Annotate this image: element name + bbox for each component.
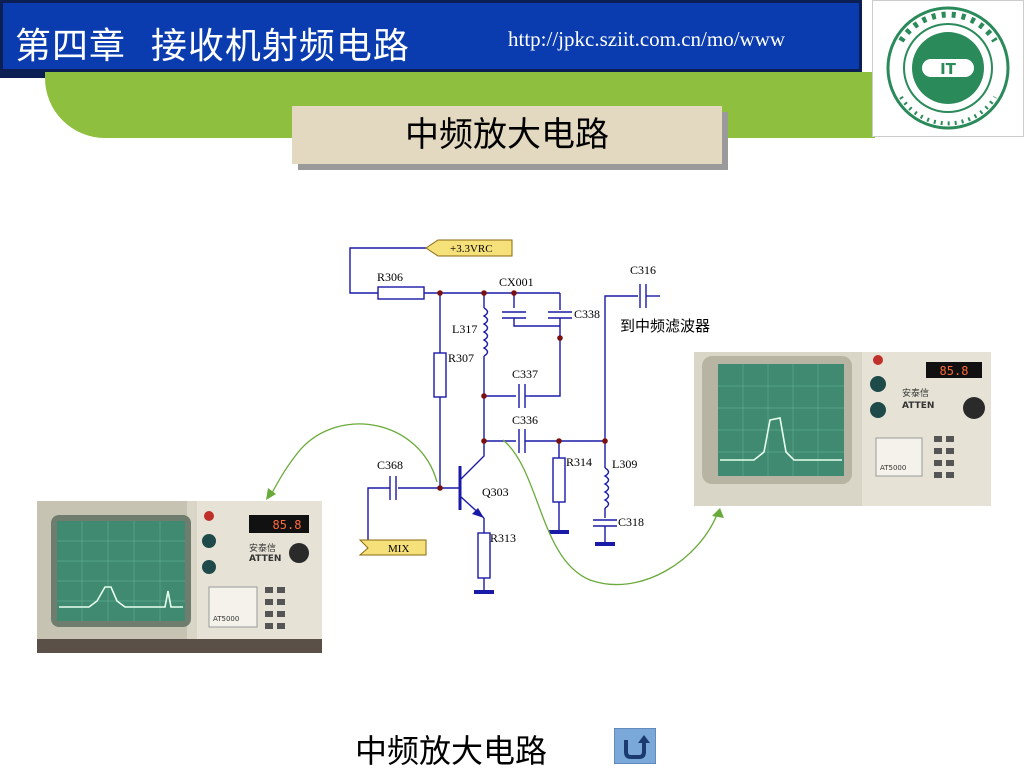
label-r313: R313 bbox=[490, 531, 516, 545]
chapter-title: 第四章 接收机射频电路 bbox=[15, 26, 410, 67]
output-signal-arrow bbox=[502, 439, 719, 586]
spectrum-analyzer-left: 85.8 安泰信 ATTEN AT5000 bbox=[37, 501, 322, 653]
label-l317: L317 bbox=[452, 322, 477, 336]
label-c368: C368 bbox=[377, 458, 403, 472]
header-bar: 第四章 接收机射频电路 http://jpkc.sziit.com.cn/mo/… bbox=[0, 0, 862, 72]
slide-caption: 中频放大电路 bbox=[355, 732, 548, 770]
left-scope-brand-en: ATTEN bbox=[249, 554, 281, 564]
label-q303: Q303 bbox=[482, 485, 509, 499]
if-amplifier-schematic: +3.3VRC MIX R306 R307 L317 CX001 C338 C3… bbox=[349, 239, 710, 594]
return-button[interactable] bbox=[613, 727, 657, 765]
label-cx001: CX001 bbox=[499, 275, 534, 289]
label-r314: R314 bbox=[566, 455, 592, 469]
label-c318: C318 bbox=[618, 515, 644, 529]
label-c337: C337 bbox=[512, 367, 538, 381]
label-r306: R306 bbox=[377, 270, 403, 284]
output-arrow-head bbox=[712, 508, 724, 518]
label-c338: C338 bbox=[574, 307, 600, 321]
input-arrow-head bbox=[266, 488, 276, 500]
output-label: 到中频滤波器 bbox=[620, 317, 710, 335]
label-c336: C336 bbox=[512, 413, 538, 427]
label-c316: C316 bbox=[630, 263, 656, 277]
spectrum-analyzer-right: 85.8 安泰信 ATTEN AT5000 bbox=[694, 352, 991, 506]
supply-label: +3.3VRC bbox=[450, 243, 493, 255]
right-scope-readout: 85.8 bbox=[940, 364, 969, 378]
left-scope-readout: 85.8 bbox=[273, 518, 302, 532]
input-signal-arrow bbox=[269, 423, 438, 498]
input-label: MIX bbox=[388, 543, 409, 555]
school-logo: IT bbox=[872, 0, 1024, 137]
left-scope-brand: 安泰信 bbox=[249, 542, 276, 554]
site-url: http://jpkc.sziit.com.cn/mo/www bbox=[508, 27, 786, 51]
right-scope-brand-en: ATTEN bbox=[902, 401, 934, 411]
section-title-box: 中频放大电路 bbox=[292, 106, 722, 164]
right-scope-model: AT5000 bbox=[880, 464, 906, 472]
label-r307: R307 bbox=[448, 351, 474, 365]
right-scope-brand: 安泰信 bbox=[902, 387, 929, 399]
return-arrow-icon bbox=[613, 727, 657, 765]
school-logo-icon: IT bbox=[886, 6, 1010, 130]
section-title: 中频放大电路 bbox=[405, 115, 609, 155]
left-scope-model: AT5000 bbox=[213, 615, 239, 623]
label-l309: L309 bbox=[612, 457, 637, 471]
logo-emblem-text: IT bbox=[940, 60, 957, 78]
